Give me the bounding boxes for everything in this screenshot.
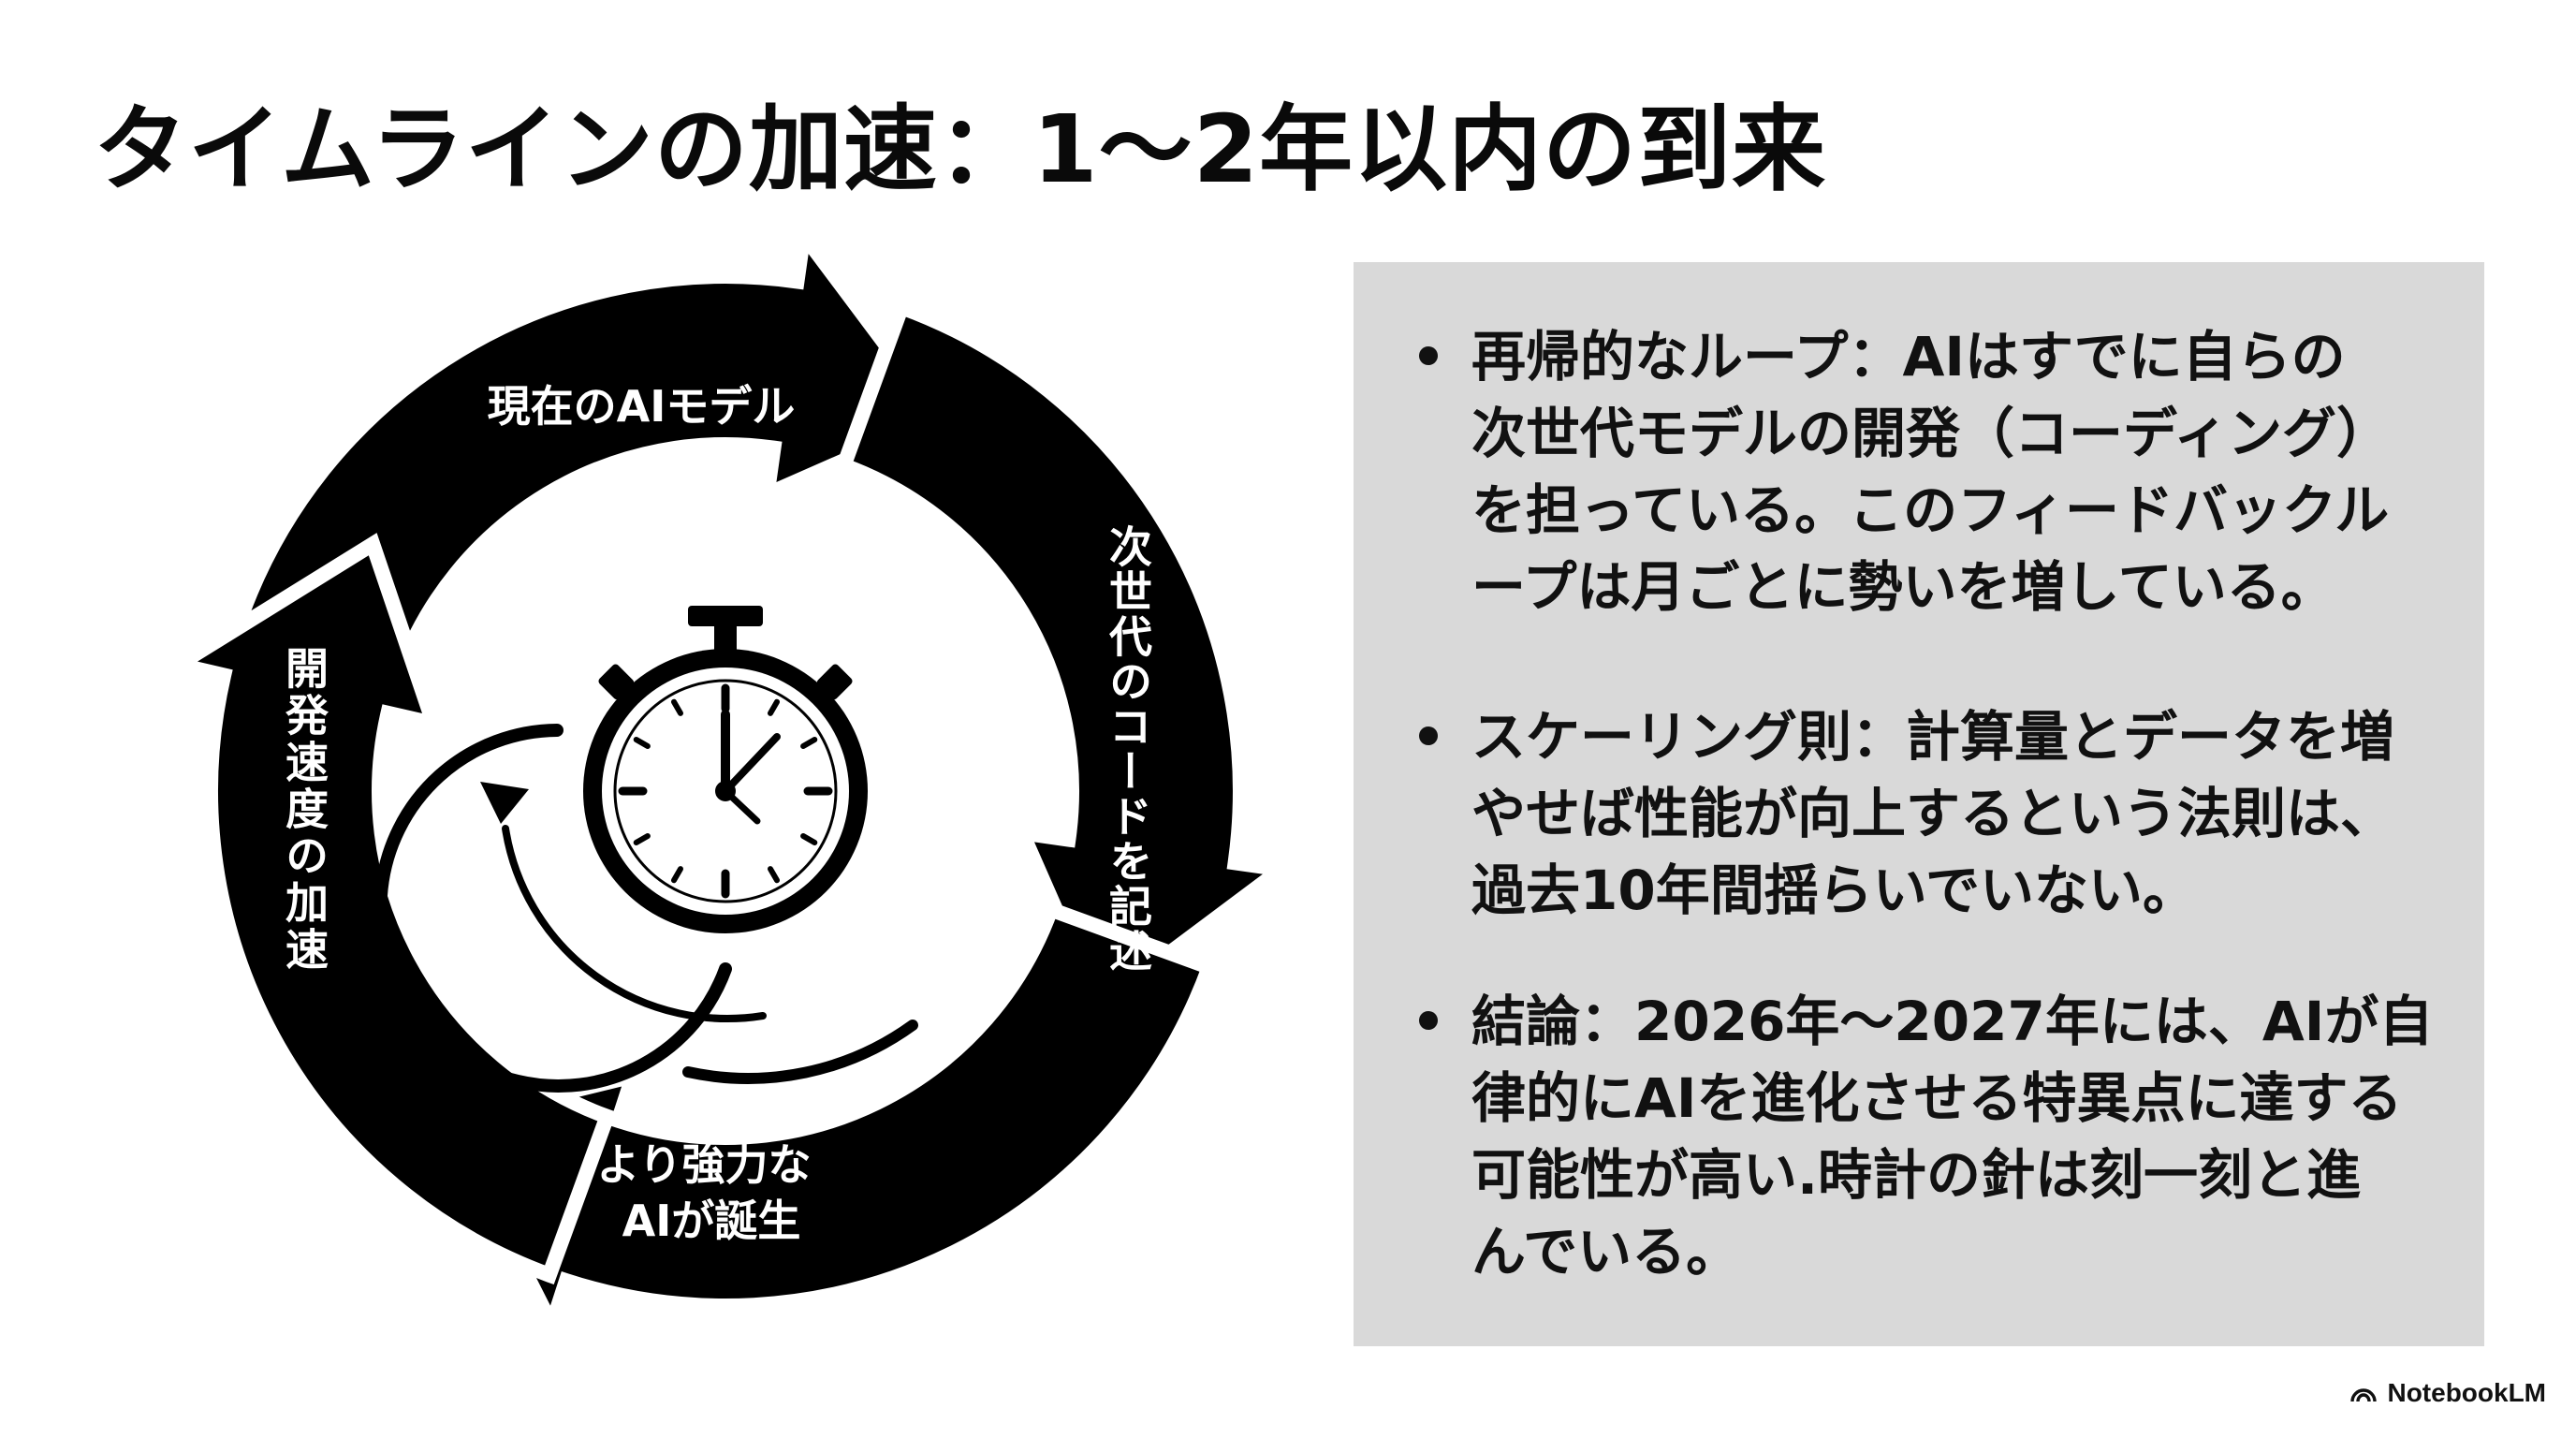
step-label-next-gen-code: 次世代のコードを記述: [1103, 524, 1153, 974]
stopwatch-tick: [800, 737, 818, 749]
cycle-diagram: 現在のAIモデル 次世代のコードを記述 より強力な AIが誕生 開発速度の加速: [150, 215, 1301, 1367]
bullet-line: んでいる。: [1471, 1220, 1741, 1284]
summary-panel: 再帰的なループ：AIはすでに自らの 次世代モデルの開発（コーディング） を担って…: [1354, 262, 2484, 1346]
stopwatch-icon: [373, 606, 918, 1093]
step-label-stronger-ai: より強力な AIが誕生: [596, 1139, 826, 1246]
step-label-dev-speed: 開発速度の加速: [279, 646, 329, 974]
stopwatch-tick: [633, 833, 651, 845]
bullet-scaling-law: スケーリング則：計算量とデータを増 やせば性能が向上するという法則は、 過去10…: [1419, 698, 2447, 929]
stopwatch-tick: [671, 866, 683, 884]
bullet-line: やせば性能が向上するという法則は、: [1471, 782, 2395, 845]
stopwatch-inner-ring: [613, 679, 838, 903]
stopwatch-center-pin: [715, 781, 736, 801]
stopwatch-tick: [768, 698, 780, 716]
bullet-dot: [1419, 346, 1438, 365]
footer-brand: NotebookLM: [2349, 1378, 2546, 1408]
arrow-step-dev-speed: [158, 533, 617, 1285]
bullet-recursive-loop: 再帰的なループ：AIはすでに自らの 次世代モデルの開発（コーディング） を担って…: [1419, 318, 2447, 625]
slide-title: タイムラインの加速：1〜2年以内の到来: [94, 95, 1827, 204]
bullet-line: 可能性が高い.時計の針は刻一刻と進: [1471, 1143, 2362, 1207]
bullet-line: 過去10年間揺らいでいない。: [1471, 858, 2197, 922]
stopwatch-minute-hand: [722, 733, 781, 795]
bullet-line: 結論：2026年〜2027年には、AIが自: [1471, 990, 2434, 1053]
spiral-arrowhead: [480, 782, 529, 824]
notebooklm-logo-icon: [2350, 1388, 2378, 1402]
stopwatch-ticks: [618, 683, 833, 899]
stopwatch-tick: [633, 737, 651, 749]
spiral-track-inner: [502, 825, 767, 1023]
arrow-step-stronger-ai: [437, 900, 1220, 1345]
bullet-line: ープは月ごとに勢いを増している。: [1471, 555, 2335, 619]
cycle-arrows: [158, 215, 1301, 1345]
spiral-track-outer: [682, 1020, 918, 1084]
arrow-step-next-gen-code: [834, 297, 1301, 1019]
arrow-step-current-model: [231, 215, 953, 682]
bullet-list: 再帰的なループ：AIはすでに自らの 次世代モデルの開発（コーディング） を担って…: [1419, 318, 2447, 1290]
brand-name: NotebookLM: [2387, 1378, 2546, 1407]
bullet-line: 再帰的なループ：AIはすでに自らの: [1471, 325, 2346, 389]
bullet-line: 次世代モデルの開発（コーディング）: [1471, 402, 2391, 465]
stopwatch-tick: [671, 698, 683, 716]
step-label-current-model: 現在のAIモデル: [488, 381, 796, 432]
bullet-dot: [1419, 1011, 1438, 1030]
bullet-line: を担っている。このフィードバックル: [1471, 478, 2390, 542]
bullet-line: スケーリング則：計算量とデータを増: [1471, 705, 2395, 769]
stopwatch-tick: [768, 866, 780, 884]
bullet-conclusion: 結論：2026年〜2027年には、AIが自 律的にAIを進化させる特異点に達する…: [1419, 983, 2447, 1290]
stopwatch-stem: [714, 623, 737, 651]
spiral-track: [373, 724, 732, 1093]
bullet-dot: [1419, 726, 1438, 745]
stopwatch-crown: [688, 606, 763, 626]
stopwatch-tick: [800, 833, 818, 845]
bullet-line: 律的にAIを進化させる特異点に達する: [1471, 1066, 2403, 1130]
